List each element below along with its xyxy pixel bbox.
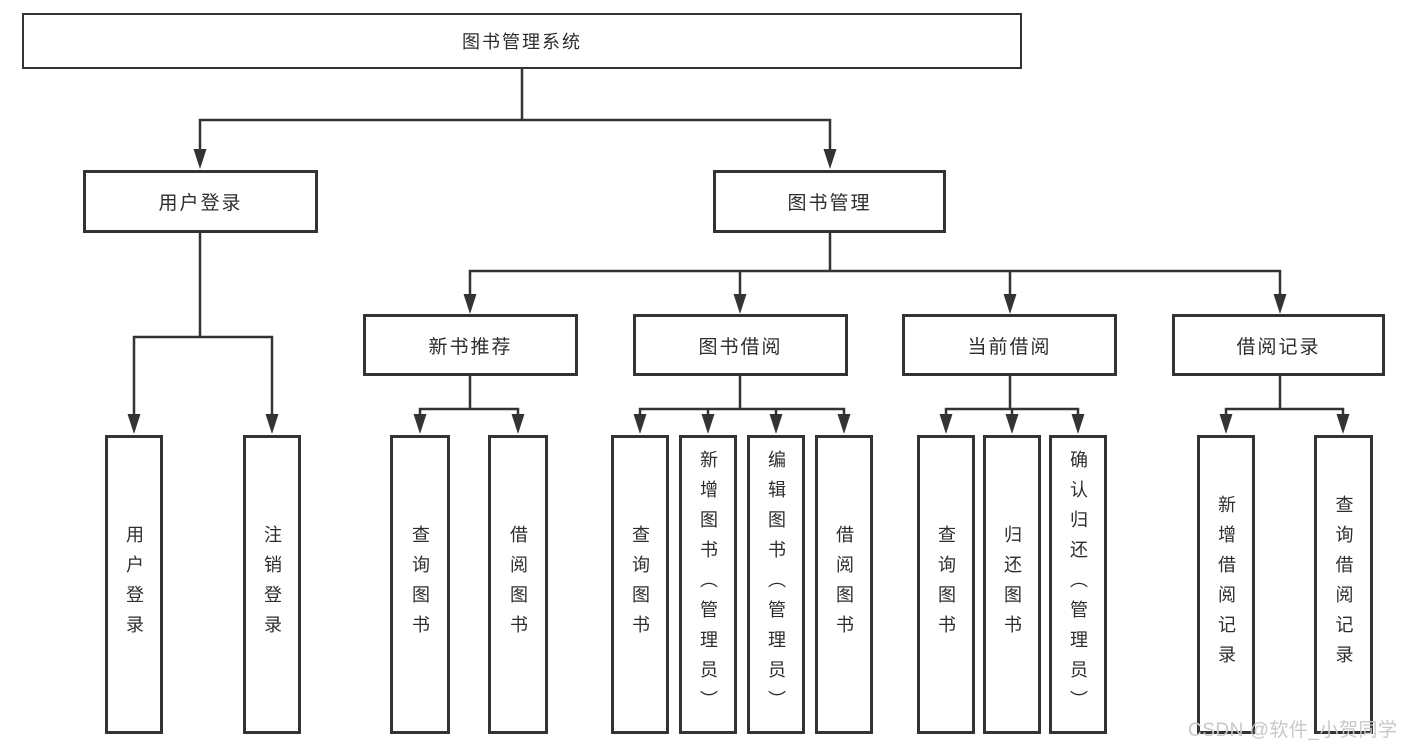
watermark: CSDN @软件_小贺同学 — [1188, 720, 1398, 741]
node-root: 图书管理系统 — [22, 13, 1022, 69]
leaf-label: 新增图书（管理员） — [698, 449, 718, 720]
leaf-label: 查询图书 — [936, 524, 956, 645]
leaf-current-confirm-return-admin: 确认归还（管理员） — [1049, 435, 1107, 734]
node-borrowing-records: 借阅记录 — [1172, 314, 1385, 376]
leaf-label: 确认归还（管理员） — [1068, 449, 1088, 720]
leaf-borrow-edit-books-admin: 编辑图书（管理员） — [747, 435, 805, 734]
node-label: 图书管理系统 — [462, 32, 582, 52]
leaf-label: 归还图书 — [1002, 524, 1022, 645]
leaf-logout: 注销登录 — [243, 435, 301, 734]
arrowheads — [127, 149, 1350, 434]
leaf-label: 新增借阅记录 — [1216, 494, 1236, 675]
leaf-label: 借阅图书 — [834, 524, 854, 645]
leaf-records-query-record: 查询借阅记录 — [1314, 435, 1373, 734]
leaf-label: 查询借阅记录 — [1333, 494, 1354, 675]
leaf-borrow-add-books-admin: 新增图书（管理员） — [679, 435, 737, 734]
node-user-login: 用户登录 — [83, 170, 318, 233]
leaf-current-return-books: 归还图书 — [983, 435, 1041, 734]
leaf-label: 编辑图书（管理员） — [766, 449, 786, 720]
leaf-records-add-record: 新增借阅记录 — [1197, 435, 1255, 734]
leaf-label: 查询图书 — [630, 524, 650, 645]
node-book-borrowing: 图书借阅 — [633, 314, 848, 376]
leaf-current-query-books: 查询图书 — [917, 435, 975, 734]
leaf-label: 用户登录 — [124, 524, 144, 645]
node-label: 图书借阅 — [698, 336, 783, 358]
node-label: 新书推荐 — [428, 336, 513, 358]
node-label: 图书管理 — [787, 193, 872, 214]
node-label: 借阅记录 — [1236, 336, 1321, 358]
leaf-borrow-borrow-books: 借阅图书 — [815, 435, 873, 734]
node-current-borrowing: 当前借阅 — [902, 314, 1117, 376]
node-label: 当前借阅 — [967, 336, 1052, 358]
node-book-management: 图书管理 — [713, 170, 946, 233]
leaf-newbook-borrow-books: 借阅图书 — [488, 435, 548, 734]
leaf-borrow-query-books: 查询图书 — [611, 435, 669, 734]
leaf-label: 注销登录 — [262, 524, 282, 645]
leaf-label: 借阅图书 — [508, 524, 528, 645]
node-label: 用户登录 — [158, 193, 243, 214]
leaf-label: 查询图书 — [410, 524, 430, 645]
leaf-newbook-query-books: 查询图书 — [390, 435, 450, 734]
node-new-book-recommendation: 新书推荐 — [363, 314, 578, 376]
leaf-user-login: 用户登录 — [105, 435, 163, 734]
